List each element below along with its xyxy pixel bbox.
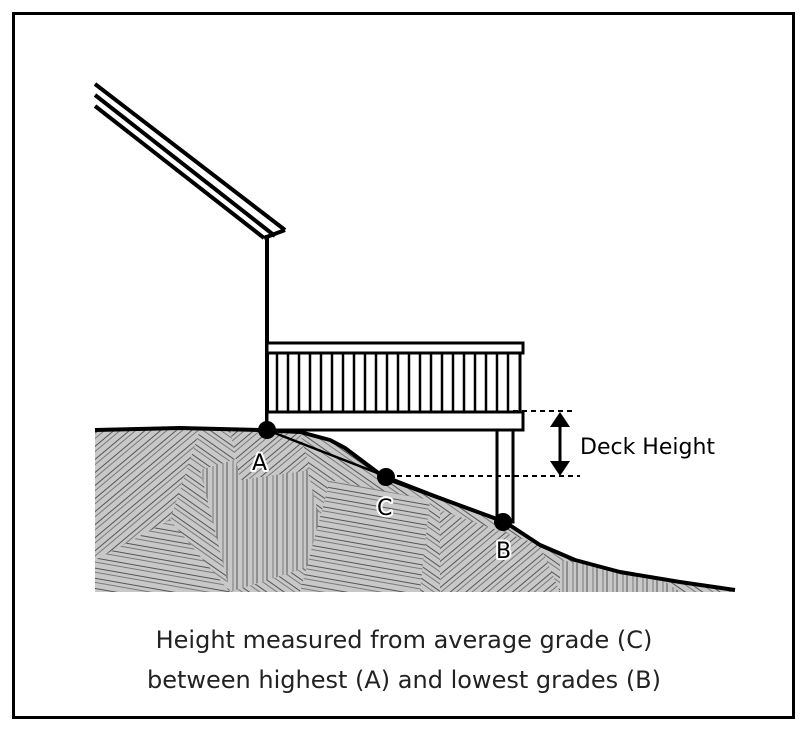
deck-height-label: Deck Height [580,435,715,460]
point-b-marker [494,513,512,531]
deck-height-arrow [550,412,570,476]
point-a-label: A [252,451,267,476]
caption-line-2: between highest (A) and lowest grades (B… [146,666,662,694]
point-c-marker [377,468,395,486]
deck-platform [265,410,525,432]
point-c-label: C [377,496,392,521]
point-b-label: B [496,539,511,564]
deck-railing [265,341,525,412]
roof [93,82,287,240]
caption-line-1: Height measured from average grade (C) [155,626,653,654]
point-a-marker [258,421,276,439]
